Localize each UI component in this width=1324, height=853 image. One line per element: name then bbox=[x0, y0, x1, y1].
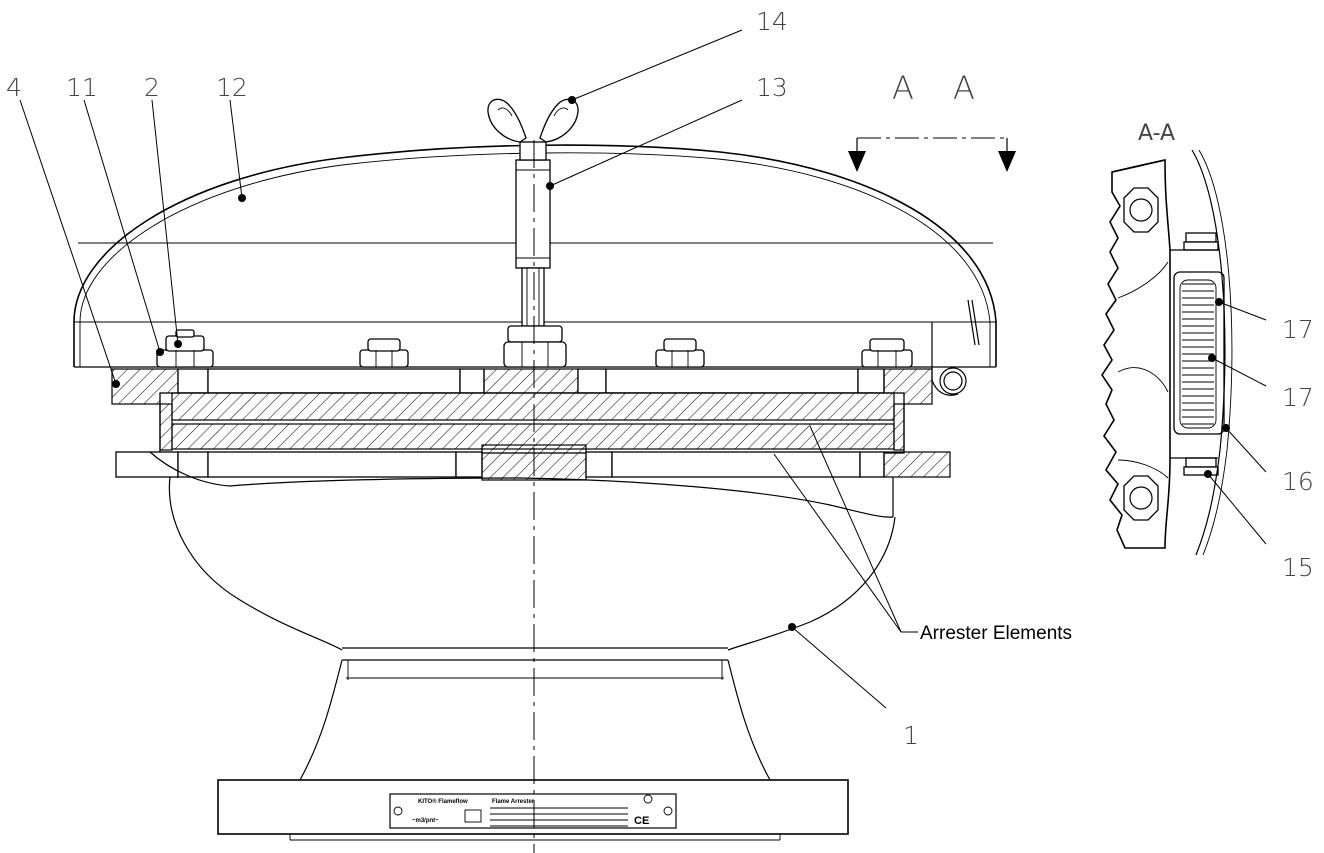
bolt-mid-left bbox=[359, 338, 409, 368]
callout-15: 15 bbox=[1282, 553, 1314, 582]
section-detail: A-A bbox=[1101, 121, 1233, 556]
centre-nut bbox=[503, 325, 567, 368]
callout-4: 4 bbox=[6, 73, 22, 102]
hood-clip bbox=[931, 299, 980, 396]
leader-lines bbox=[19, 29, 1267, 709]
bolt-mid-right bbox=[655, 338, 705, 368]
arrester-elements bbox=[159, 392, 905, 454]
nameplate-ce-mark: CE bbox=[634, 815, 649, 827]
nameplate: KITO® Flameflow Flame Arrester ~m3/pnt~ … bbox=[389, 793, 677, 829]
lower-flange bbox=[115, 444, 951, 481]
section-indicator: A A bbox=[848, 69, 1016, 172]
housing-body bbox=[149, 451, 896, 781]
section-detail-title: A-A bbox=[1138, 121, 1175, 146]
bolts bbox=[156, 329, 913, 368]
bolt-left bbox=[156, 329, 214, 368]
spindle bbox=[515, 141, 551, 327]
callout-numbers: 4 11 2 12 14 13 1 17 17 16 15 Arrester E… bbox=[6, 7, 1314, 750]
callout-1: 1 bbox=[903, 721, 919, 750]
bolt-right bbox=[861, 338, 913, 368]
callout-12: 12 bbox=[216, 73, 248, 102]
callout-13: 13 bbox=[756, 73, 788, 102]
wing-nut bbox=[487, 98, 579, 143]
spring-coils bbox=[1179, 279, 1217, 429]
callout-2: 2 bbox=[144, 73, 160, 102]
callout-17-upper: 17 bbox=[1282, 315, 1314, 344]
base-flange bbox=[217, 779, 849, 841]
section-letter-left: A bbox=[892, 69, 914, 107]
nameplate-model: ~m3/pnt~ bbox=[412, 818, 439, 824]
arrester-elements-label: Arrester Elements bbox=[920, 623, 1072, 644]
callout-11: 11 bbox=[66, 73, 98, 102]
nameplate-brand: KITO® Flameflow bbox=[418, 798, 468, 805]
callout-17-lower: 17 bbox=[1282, 383, 1314, 412]
callout-14: 14 bbox=[756, 7, 788, 36]
callout-16: 16 bbox=[1282, 467, 1314, 496]
section-letter-right: A bbox=[953, 69, 975, 107]
nameplate-product: Flame Arrester bbox=[492, 799, 535, 805]
